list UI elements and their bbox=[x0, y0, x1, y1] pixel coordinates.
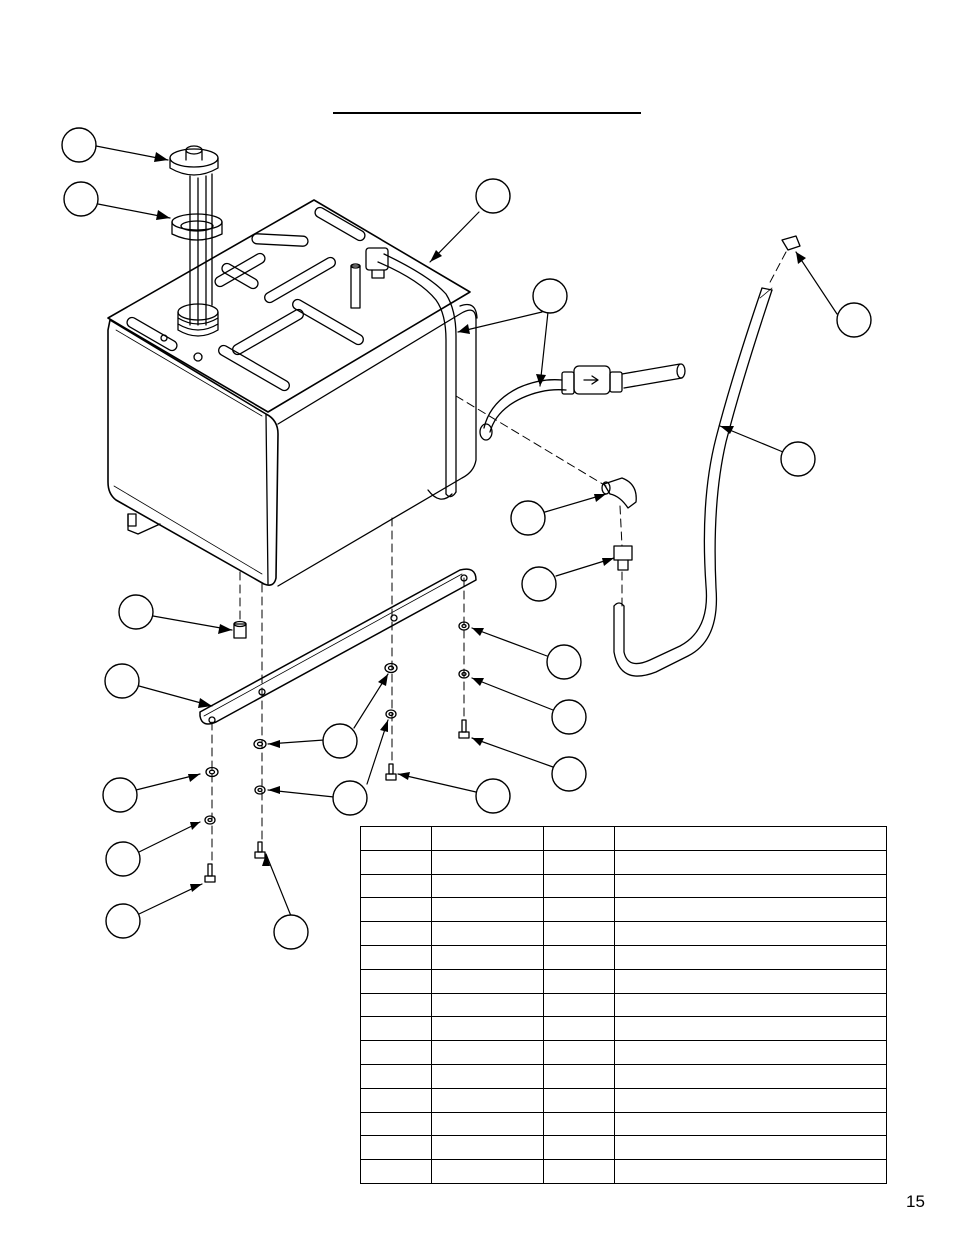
table-row bbox=[360, 944, 887, 970]
table-row bbox=[360, 1040, 887, 1065]
fuel-cap-and-pickup bbox=[169, 145, 223, 337]
table-row bbox=[360, 1135, 887, 1161]
return-hose bbox=[601, 235, 801, 677]
fuel-outlet-hose bbox=[479, 363, 686, 441]
table-row bbox=[360, 1016, 887, 1042]
callout-balloons bbox=[61, 127, 872, 950]
title-underline bbox=[333, 112, 641, 114]
vent-hose bbox=[365, 247, 457, 498]
table-row bbox=[360, 968, 887, 994]
table-row bbox=[360, 921, 887, 946]
table-row bbox=[360, 1159, 887, 1184]
table-row bbox=[360, 992, 887, 1018]
table-row bbox=[360, 826, 887, 851]
table-row bbox=[360, 1111, 887, 1137]
table-row bbox=[360, 897, 887, 923]
assembly-lines bbox=[211, 251, 787, 865]
table-row bbox=[360, 1087, 887, 1113]
table-row bbox=[360, 849, 887, 875]
mounting-strap bbox=[199, 568, 477, 725]
hardware bbox=[204, 620, 470, 883]
arrowheads bbox=[154, 152, 806, 892]
fuel-tank bbox=[107, 199, 478, 587]
leader-lines bbox=[95, 145, 838, 917]
parts-list-table bbox=[360, 826, 887, 1184]
table-row bbox=[360, 873, 887, 899]
page-number: 15 bbox=[906, 1192, 925, 1211]
table-row bbox=[360, 1063, 887, 1089]
